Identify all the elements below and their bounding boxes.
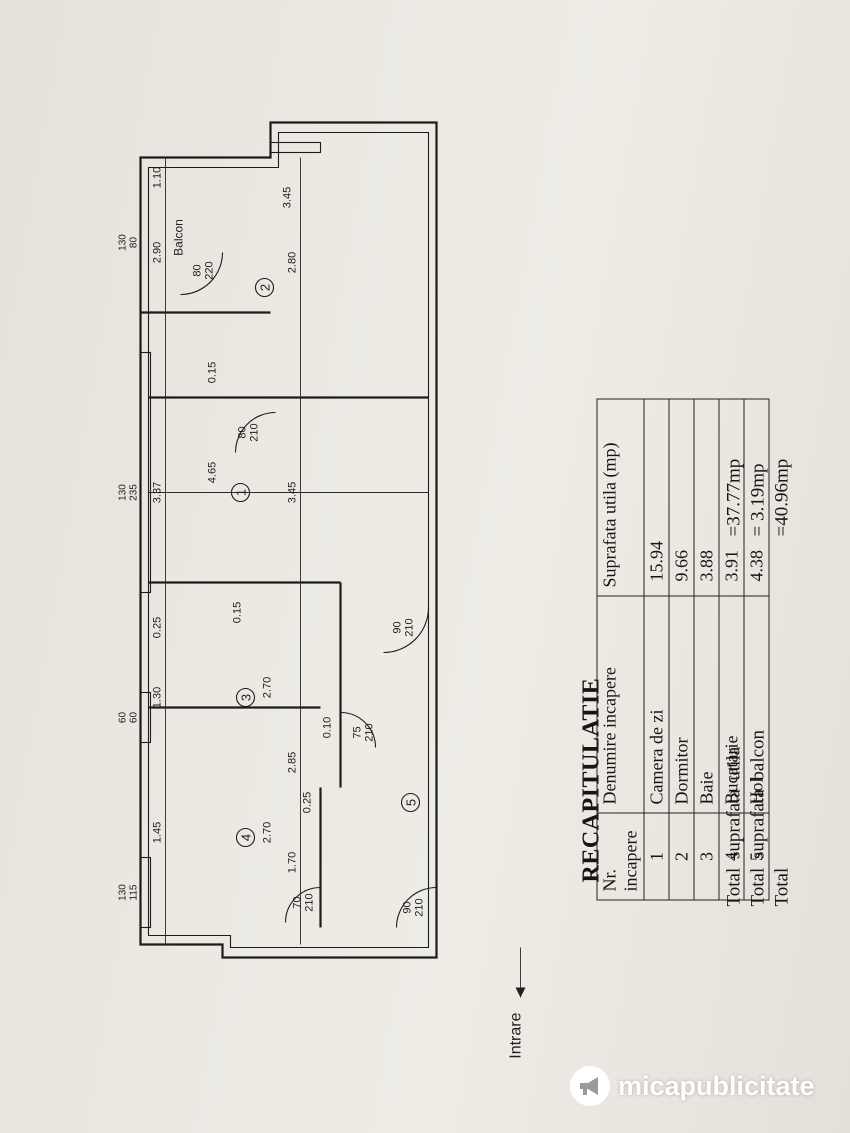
dim-label: 1.70 [287, 852, 299, 873]
door-label: 70 [292, 896, 304, 908]
dim-label: 0.25 [302, 792, 314, 813]
total-label: Total [771, 867, 793, 907]
cell-denumire: Baie [694, 596, 719, 813]
total-row: Total suprafata balcon = 3.19mp [747, 387, 771, 907]
dim-label: 1.10 [152, 167, 164, 188]
window-label: 130 [118, 484, 129, 501]
dim-label: 2.85 [287, 752, 299, 773]
window-label: 130 [118, 884, 129, 901]
door-swing-hall [383, 607, 430, 654]
door-swing-balcony [180, 252, 224, 296]
door-label: 210 [304, 893, 316, 911]
dim-label: 1.30 [152, 687, 164, 708]
door-label: 210 [249, 423, 261, 441]
door-label: 210 [414, 898, 426, 916]
dim-label: 0.15 [207, 362, 219, 383]
dim-label: 2.80 [287, 252, 299, 273]
room-number-1: 1 [234, 489, 249, 496]
room-number-circle [230, 482, 251, 503]
dim-label: 3.45 [287, 482, 299, 503]
table-row: 2 Dormitor 9.66 [669, 399, 694, 900]
dim-label: 0.15 [232, 602, 244, 623]
room-number-5: 5 [404, 799, 419, 806]
dim-label: 2.90 [152, 242, 164, 263]
door-label: 80 [237, 426, 249, 438]
window-label: 115 [129, 884, 140, 900]
room-number-2: 2 [258, 284, 273, 291]
bath-window [139, 691, 152, 744]
entrance-label: Intrare [508, 1012, 525, 1058]
entrance-arrowhead [515, 987, 526, 998]
totals-block: Total suprafata utila =37.77mp Total sup… [723, 387, 795, 907]
door-label: 210 [364, 723, 376, 741]
dim-label: 1.45 [152, 822, 164, 843]
living-window [139, 351, 152, 594]
cell-suprafata: 9.66 [669, 399, 694, 596]
cell-nr: 3 [694, 813, 719, 900]
room-number-circle [235, 827, 256, 848]
cell-nr: 1 [644, 813, 669, 900]
door-swing-kitchen [284, 886, 321, 923]
balcony-label: Balcon [172, 219, 186, 256]
room-number-circle [400, 792, 421, 813]
window-label: 80 [129, 237, 140, 249]
door-swing-entry [395, 886, 437, 928]
inner-outline [147, 131, 430, 949]
table-header-row: Nr. incapere Denumire incapere Suprafata… [597, 399, 644, 900]
door-label: 80 [192, 264, 204, 276]
door-label: 220 [204, 261, 216, 279]
megaphone-icon [570, 1066, 610, 1106]
total-row: Total =40.96mp [771, 387, 795, 907]
total-value: = 3.19mp [747, 463, 769, 537]
total-label: Total suprafata utila [723, 746, 745, 907]
table-row: 1 Camera de zi 15.94 [644, 399, 669, 900]
dim-label: 0.25 [152, 617, 164, 638]
header-suprafata: Suprafata utila (mp) [597, 399, 644, 596]
dim-label: 0.10 [322, 717, 334, 738]
door-label: 75 [352, 726, 364, 738]
window-label: 60 [129, 712, 140, 724]
cell-suprafata: 3.88 [694, 399, 719, 596]
outer-wall [139, 121, 438, 959]
window-label: 130 [118, 234, 129, 251]
room-number-circle [235, 687, 256, 708]
room-number-4: 4 [239, 834, 254, 841]
total-label: Total suprafata balcon [747, 729, 769, 907]
door-swing-room1 [234, 411, 276, 453]
door-label: 90 [402, 901, 414, 913]
cell-suprafata: 15.94 [644, 399, 669, 596]
cell-denumire: Camera de zi [644, 596, 669, 813]
table-row: 3 Baie 3.88 [694, 399, 719, 900]
window-label: 60 [118, 712, 129, 724]
room-number-3: 3 [239, 694, 254, 701]
door-swing-bath [340, 711, 377, 748]
dim-label: 4.65 [207, 462, 219, 483]
watermark-text: micapublicitate [618, 1070, 815, 1101]
header-denumire: Denumire incapere [597, 596, 644, 813]
room-number-circle [254, 277, 275, 298]
door-label: 210 [404, 618, 416, 636]
watermark: micapublicitate [570, 1066, 815, 1106]
cell-denumire: Dormitor [669, 596, 694, 813]
dim-label: 3.37 [152, 482, 164, 503]
balcony-window [269, 141, 322, 154]
cell-nr: 2 [669, 813, 694, 900]
total-value: =37.77mp [723, 458, 745, 537]
dim-label: 2.70 [262, 822, 274, 843]
door-label: 90 [392, 621, 404, 633]
dim-label: 2.70 [262, 677, 274, 698]
total-value: =40.96mp [771, 458, 793, 537]
header-nr: Nr. incapere [597, 813, 644, 900]
window-label: 235 [129, 484, 140, 501]
kitchen-window [139, 856, 152, 929]
total-row: Total suprafata utila =37.77mp [723, 387, 747, 907]
dim-label: 3.45 [282, 187, 294, 208]
